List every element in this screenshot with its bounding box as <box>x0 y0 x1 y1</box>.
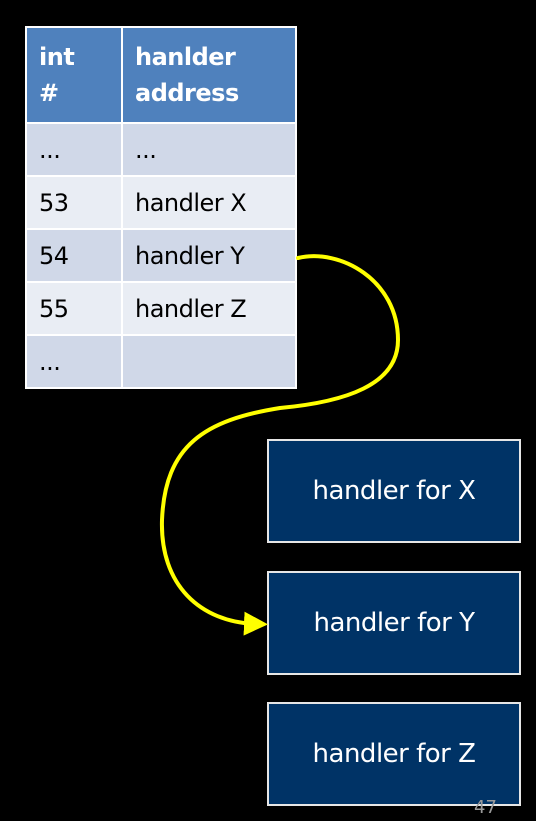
int-number-cell: 54 <box>25 228 123 283</box>
int-number-cell: ... <box>25 334 123 389</box>
int-number-cell: ... <box>25 122 123 177</box>
handler-address-cell <box>121 334 297 389</box>
table-row: ... <box>25 334 297 389</box>
table-row: ... ... <box>25 122 297 177</box>
int-number-cell: 53 <box>25 175 123 230</box>
handler-address-cell: handler Z <box>121 281 297 336</box>
handler-box-z: handler for Z <box>267 702 521 806</box>
handler-address-cell: ... <box>121 122 297 177</box>
header-int-line1: int <box>39 43 75 71</box>
handler-address-cell: handler Y <box>121 228 297 283</box>
slide-number: 47 <box>474 797 497 818</box>
header-int-line2: # <box>39 79 59 107</box>
table-row: 55 handler Z <box>25 281 297 336</box>
handler-box-y: handler for Y <box>267 571 521 675</box>
handler-address-cell: handler X <box>121 175 297 230</box>
header-handler-address: hanlder address <box>121 26 297 124</box>
header-int-number: int # <box>25 26 123 124</box>
interrupt-table: int # hanlder address ... ... 53 handler… <box>25 26 297 389</box>
header-handler-line2: address <box>135 79 239 107</box>
header-handler-line1: hanlder <box>135 43 236 71</box>
handler-box-x: handler for X <box>267 439 521 543</box>
int-number-cell: 55 <box>25 281 123 336</box>
table-header-row: int # hanlder address <box>25 26 297 124</box>
table-row: 54 handler Y <box>25 228 297 283</box>
table-row: 53 handler X <box>25 175 297 230</box>
